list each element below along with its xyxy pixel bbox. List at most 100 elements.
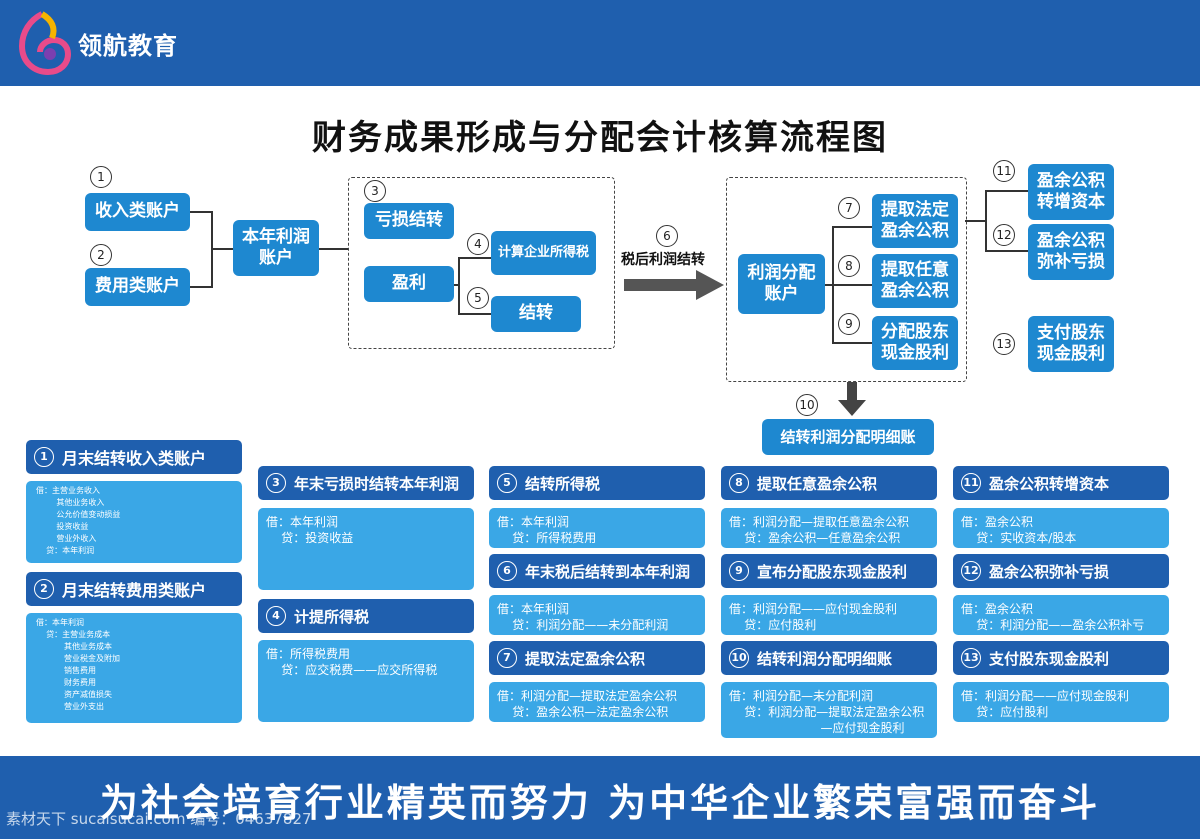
card-title: 支付股东现金股利	[989, 649, 1110, 668]
card-title: 月末结转费用类账户	[62, 581, 207, 600]
card-number: 1	[34, 447, 54, 467]
discretionary-surplus-box: 提取任意盈余公积	[872, 254, 958, 308]
card-title: 年末亏损时结转本年利润	[294, 474, 460, 493]
card-7-body: 借：利润分配—提取法定盈余公积 贷：盈余公积—法定盈余公积	[489, 682, 705, 722]
connector	[190, 211, 212, 213]
card-number: 4	[266, 606, 286, 626]
connector	[832, 226, 872, 228]
card-13-body: 借：利润分配——应付现金股利 贷：应付股利	[953, 682, 1169, 722]
card-5-body: 借：本年利润 贷：所得税费用	[489, 508, 705, 548]
connector	[985, 190, 987, 250]
step-number-1: 1	[90, 166, 112, 188]
step-number-13: 13	[993, 333, 1015, 355]
card-number: 8	[729, 473, 749, 493]
card-1-body: 借：主营业务收入 其他业务收入 公允价值变动损益 投资收益 营业外收入 贷：本年…	[26, 481, 242, 563]
card-number: 7	[497, 648, 517, 668]
surplus-to-capital-box: 盈余公积转增资本	[1028, 164, 1114, 220]
cash-dividend-box: 分配股东现金股利	[872, 316, 958, 370]
surplus-cover-loss-box: 盈余公积弥补亏损	[1028, 224, 1114, 280]
header-bar	[0, 0, 1200, 86]
connector	[458, 313, 491, 315]
card-9-body: 借：利润分配——应付现金股利 贷：应付股利	[721, 595, 937, 635]
card-2-body: 借：本年利润 贷：主营业务成本 其他业务成本 营业税金及附加 销售费用 财务费用…	[26, 613, 242, 723]
pay-dividend-box: 支付股东现金股利	[1028, 316, 1114, 372]
card-number: 11	[961, 473, 981, 493]
connector	[458, 257, 460, 314]
after-tax-transfer-label: 税后利润结转	[621, 252, 705, 268]
card-11-body: 借：盈余公积 贷：实收资本/股本	[953, 508, 1169, 548]
card-title: 提取法定盈余公积	[525, 649, 646, 668]
card-title: 盈余公积转增资本	[989, 474, 1110, 493]
right-arrow-icon	[624, 270, 724, 300]
transfer-detail-box: 结转利润分配明细账	[762, 419, 934, 455]
connector	[458, 257, 491, 259]
loss-transfer-box: 亏损结转	[364, 203, 454, 239]
card-number: 5	[497, 473, 517, 493]
connector	[832, 342, 872, 344]
card-12-header: 12 盈余公积弥补亏损	[953, 554, 1169, 588]
card-13-header: 13 支付股东现金股利	[953, 641, 1169, 675]
card-4-body: 借：所得税费用 贷：应交税费——应交所得税	[258, 640, 474, 722]
connector	[454, 284, 460, 286]
card-title: 结转利润分配明细账	[757, 649, 893, 668]
card-title: 结转所得税	[525, 474, 601, 493]
card-7-header: 7 提取法定盈余公积	[489, 641, 705, 675]
card-title: 年末税后结转到本年利润	[525, 562, 691, 581]
card-number: 9	[729, 561, 749, 581]
current-year-profit-box: 本年利润账户	[233, 220, 319, 276]
brand-logo-icon	[18, 11, 72, 76]
card-4-header: 4 计提所得税	[258, 599, 474, 633]
page-title: 财务成果形成与分配会计核算流程图	[312, 118, 888, 158]
transfer-box: 结转	[491, 296, 581, 332]
card-5-header: 5 结转所得税	[489, 466, 705, 500]
card-title: 宣布分配股东现金股利	[757, 562, 908, 581]
card-number: 12	[961, 561, 981, 581]
down-arrow-icon	[838, 382, 866, 416]
distribution-group	[726, 177, 967, 382]
statutory-surplus-box: 提取法定盈余公积	[872, 194, 958, 248]
card-11-header: 11 盈余公积转增资本	[953, 466, 1169, 500]
connector	[832, 284, 872, 286]
expense-account-box: 费用类账户	[85, 268, 190, 306]
footer-bar	[0, 756, 1200, 839]
card-8-body: 借：利润分配—提取任意盈余公积 贷：盈余公积—任意盈余公积	[721, 508, 937, 548]
step-number-7: 7	[838, 197, 860, 219]
step-number-8: 8	[838, 255, 860, 277]
card-number: 3	[266, 473, 286, 493]
step-number-9: 9	[838, 313, 860, 335]
step-number-3: 3	[364, 180, 386, 202]
earnings-box: 盈利	[364, 266, 454, 302]
card-10-body: 借：利润分配—未分配利润 贷：利润分配—提取法定盈余公积 —应付现金股利	[721, 682, 937, 738]
step-number-6: 6	[656, 225, 678, 247]
card-12-body: 借：盈余公积 贷：利润分配——盈余公积补亏	[953, 595, 1169, 635]
connector	[190, 286, 212, 288]
card-number: 13	[961, 648, 981, 668]
profit-distribution-account-box: 利润分配账户	[738, 254, 825, 314]
step-number-11: 11	[993, 160, 1015, 182]
profit-or-loss-group	[348, 177, 615, 349]
calc-income-tax-box: 计算企业所得税	[491, 231, 596, 275]
connector	[319, 248, 349, 250]
watermark: 素材天下 sucaisucai.com 编号：04637827	[6, 810, 312, 828]
card-title: 计提所得税	[294, 607, 370, 626]
connector	[211, 248, 233, 250]
step-number-10: 10	[796, 394, 818, 416]
step-number-2: 2	[90, 244, 112, 266]
step-number-5: 5	[467, 287, 489, 309]
card-title: 盈余公积弥补亏损	[989, 562, 1110, 581]
card-6-body: 借：本年利润 贷：利润分配——未分配利润	[489, 595, 705, 635]
brand-name: 领航教育	[78, 32, 178, 60]
card-10-header: 10 结转利润分配明细账	[721, 641, 937, 675]
connector	[985, 250, 1028, 252]
card-number: 10	[729, 648, 749, 668]
card-9-header: 9 宣布分配股东现金股利	[721, 554, 937, 588]
revenue-account-box: 收入类账户	[85, 193, 190, 231]
connector	[985, 190, 1028, 192]
card-3-body: 借：本年利润 贷：投资收益	[258, 508, 474, 590]
connector	[825, 284, 834, 286]
step-number-12: 12	[993, 224, 1015, 246]
